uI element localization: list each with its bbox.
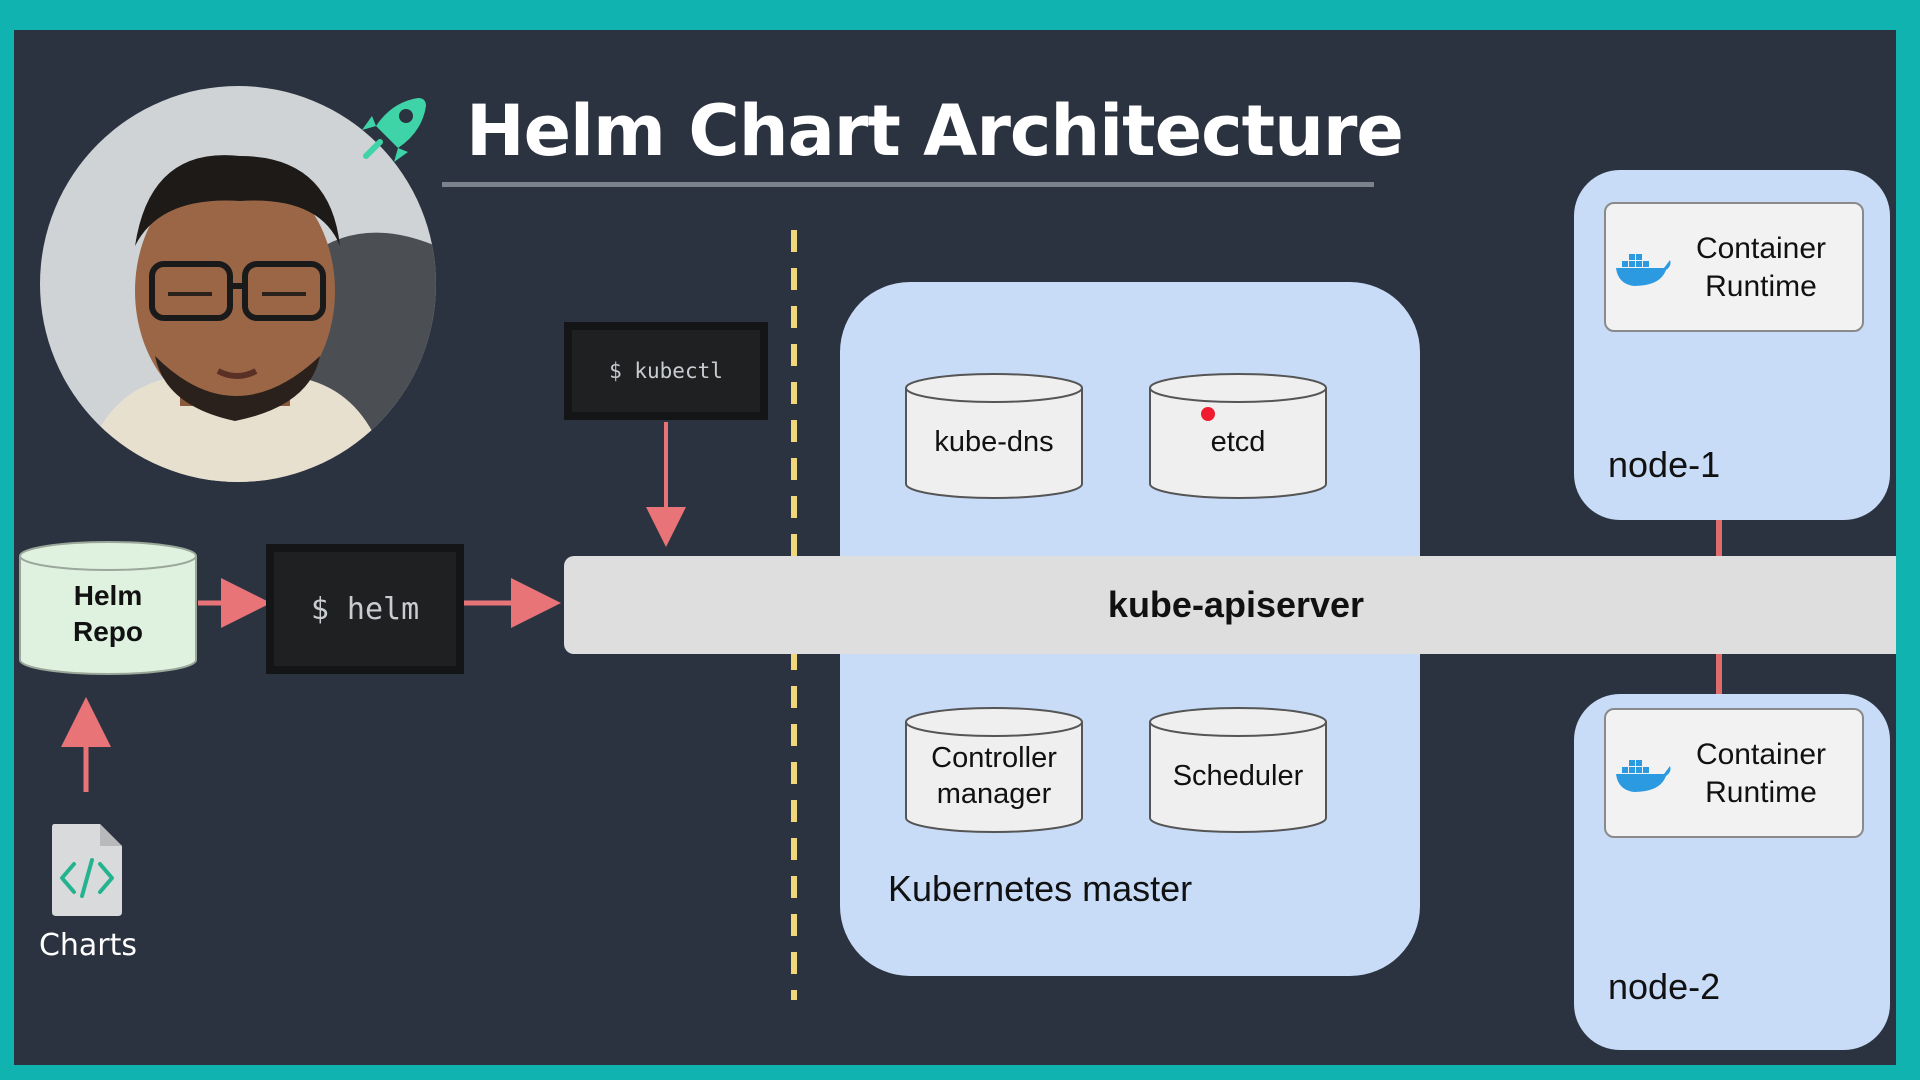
kube-dns-cylinder: kube-dns	[904, 372, 1084, 500]
controller-manager-label-line2: manager	[936, 778, 1052, 810]
kube-dns-label: kube-dns	[934, 426, 1054, 458]
controller-manager-cylinder: Controller manager	[904, 706, 1084, 834]
slide-title: Helm Chart Architecture	[466, 90, 1404, 172]
node-2-runtime-line2: Runtime	[1705, 776, 1817, 809]
node-1-label: node-1	[1608, 444, 1721, 485]
title-underline	[442, 182, 1374, 187]
node-1-runtime-line2: Runtime	[1705, 270, 1817, 303]
slide: Helm Chart Architecture $ kubectl	[14, 30, 1896, 1065]
code-file-icon	[52, 824, 122, 916]
charts-label: Charts	[38, 928, 138, 963]
etcd-label: etcd	[1210, 426, 1266, 458]
node-2-runtime-line1: Container	[1695, 738, 1827, 771]
etcd-cylinder: etcd	[1148, 372, 1328, 500]
scheduler-cylinder: Scheduler	[1148, 706, 1328, 834]
scheduler-label: Scheduler	[1172, 760, 1304, 792]
helm-repo-label-line1: Helm	[73, 580, 143, 611]
helm-repo-cylinder: Helm Repo	[18, 540, 198, 676]
node-2-container-runtime: Container Runtime	[1604, 708, 1864, 838]
pointer-dot	[1201, 407, 1215, 421]
node-1-container-runtime: Container Runtime	[1604, 202, 1864, 332]
kubectl-command: $ kubectl	[609, 359, 723, 383]
rocket-icon	[362, 98, 426, 162]
docker-whale-icon	[1616, 760, 1671, 792]
helm-terminal: $ helm	[266, 544, 464, 674]
helm-command: $ helm	[310, 591, 420, 627]
node-2-label: node-2	[1608, 966, 1721, 1007]
controller-manager-label-line1: Controller	[931, 742, 1057, 774]
kube-apiserver-label: kube-apiserver	[1107, 584, 1365, 625]
kube-apiserver-bar: kube-apiserver	[564, 556, 1896, 654]
docker-whale-icon	[1616, 254, 1671, 286]
node-1-runtime-line1: Container	[1695, 232, 1827, 265]
helm-repo-label-line2: Repo	[73, 616, 143, 647]
kubernetes-master-label: Kubernetes master	[888, 868, 1193, 909]
kubectl-terminal: $ kubectl	[564, 322, 768, 420]
